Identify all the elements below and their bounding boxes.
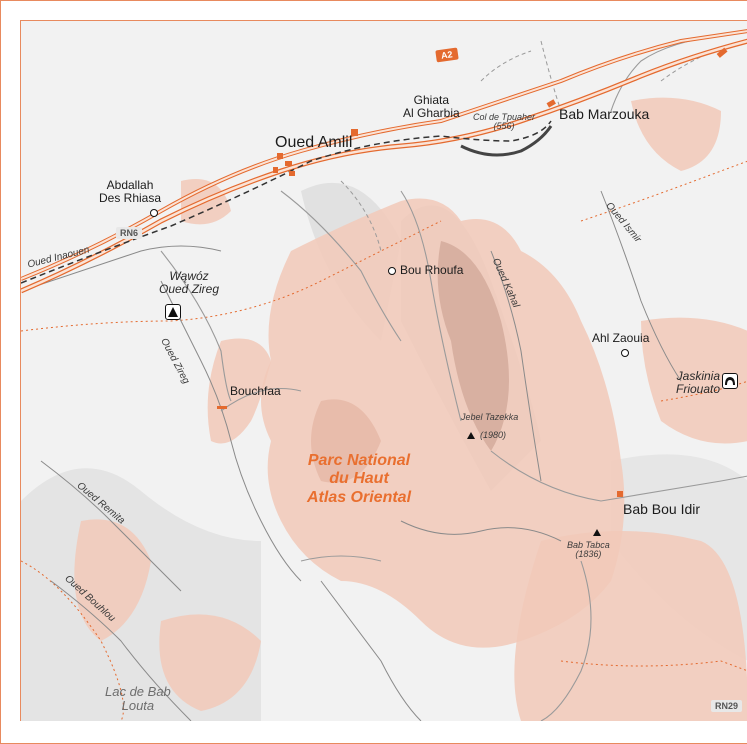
place-ahl-zaouia: Ahl Zaouia	[592, 331, 650, 345]
gorge-label: Wąwóz Oued Zireg	[159, 269, 220, 296]
frame-left	[0, 0, 1, 744]
village-marker	[388, 267, 396, 275]
bab-tabca-label: Bab Tabca (1836)	[567, 540, 610, 560]
cave-icon	[722, 373, 738, 389]
peak-icon	[593, 529, 601, 536]
place-bab-bou-idir: Bab Bou Idir	[623, 501, 701, 517]
jebel-label: Jebel Tazekka	[461, 412, 519, 422]
terrain-layer	[21, 21, 747, 721]
gorge-icon	[165, 304, 181, 320]
park-label: Parc National du Haut Atlas Oriental	[306, 452, 412, 506]
jebel-height: (1980)	[480, 430, 507, 440]
frame-top	[0, 0, 747, 1]
place-ghiata: Ghiata Al Gharbia	[403, 93, 460, 120]
peak-icon	[467, 432, 475, 439]
place-abdallah: Abdallah Des Rhiasa	[99, 178, 162, 205]
place-bab-marzouka: Bab Marzouka	[559, 106, 650, 122]
national-park-area	[74, 97, 747, 721]
road-rn6-shield: RN6	[116, 227, 143, 239]
road-rn29-shield: RN29	[711, 700, 743, 712]
place-bouchfaa: Bouchfaa	[230, 384, 281, 398]
village-marker	[621, 349, 629, 357]
lake-label: Lac de Bab Louta	[105, 684, 171, 714]
place-bou-rhoufa: Bou Rhoufa	[400, 263, 464, 277]
col-label: Col de Tpuaher (556)	[473, 112, 536, 132]
place-oued-amlil: Oued Amlil	[275, 134, 353, 151]
map-canvas[interactable]: Abdallah Des Rhiasa Oued Amlil Ghiata Al…	[20, 20, 747, 721]
village-marker	[150, 209, 158, 217]
cave-label: Jaskinia Friouato	[676, 369, 721, 396]
